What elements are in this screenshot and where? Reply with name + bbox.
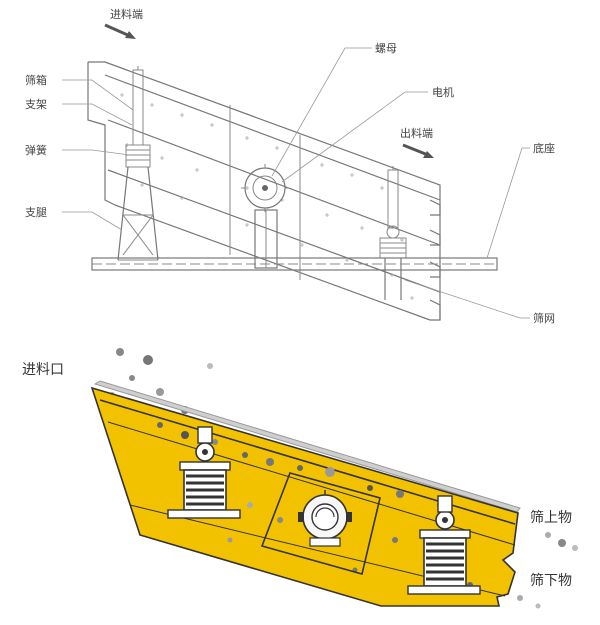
oversize-label: 筛上物 — [530, 510, 572, 526]
screen-box-outline — [87, 61, 441, 321]
label-bracket: 支架 — [25, 98, 47, 111]
leader-lines — [62, 47, 530, 319]
output-particles — [517, 532, 578, 609]
base-beam — [91, 257, 498, 271]
top-cover-plate — [93, 380, 521, 513]
label-spring: 弹簧 — [25, 143, 47, 157]
right-spring-coils — [426, 542, 464, 581]
label-screen-mesh: 筛网 — [533, 311, 555, 325]
left-support-leg — [117, 66, 159, 261]
label-nut: 螺母 — [375, 42, 397, 55]
deck-particles — [157, 422, 473, 588]
top-line-drawing: 进料端 出料端 — [25, 7, 555, 325]
feed-direction-arrow — [104, 23, 136, 39]
bottom-yellow-schematic: 进料口 — [22, 348, 578, 609]
undersize-label: 筛下物 — [530, 573, 572, 589]
label-support-leg: 支腿 — [25, 206, 47, 219]
label-motor: 电机 — [432, 85, 454, 99]
label-base: 底座 — [533, 141, 555, 155]
right-spring-assembly — [407, 495, 481, 595]
label-screen-box: 筛箱 — [25, 73, 47, 87]
vibration-motor — [260, 472, 381, 575]
bolt-pattern — [120, 93, 414, 300]
feed-inlet-label: 进料口 — [22, 362, 64, 378]
feed-end-label: 进料端 — [110, 7, 143, 21]
right-support-leg — [379, 166, 407, 300]
left-spring-assembly — [167, 426, 241, 519]
left-spring-coils — [186, 474, 224, 506]
discharge-direction-arrow — [402, 143, 434, 158]
discharge-end-label: 出料端 — [400, 126, 433, 140]
